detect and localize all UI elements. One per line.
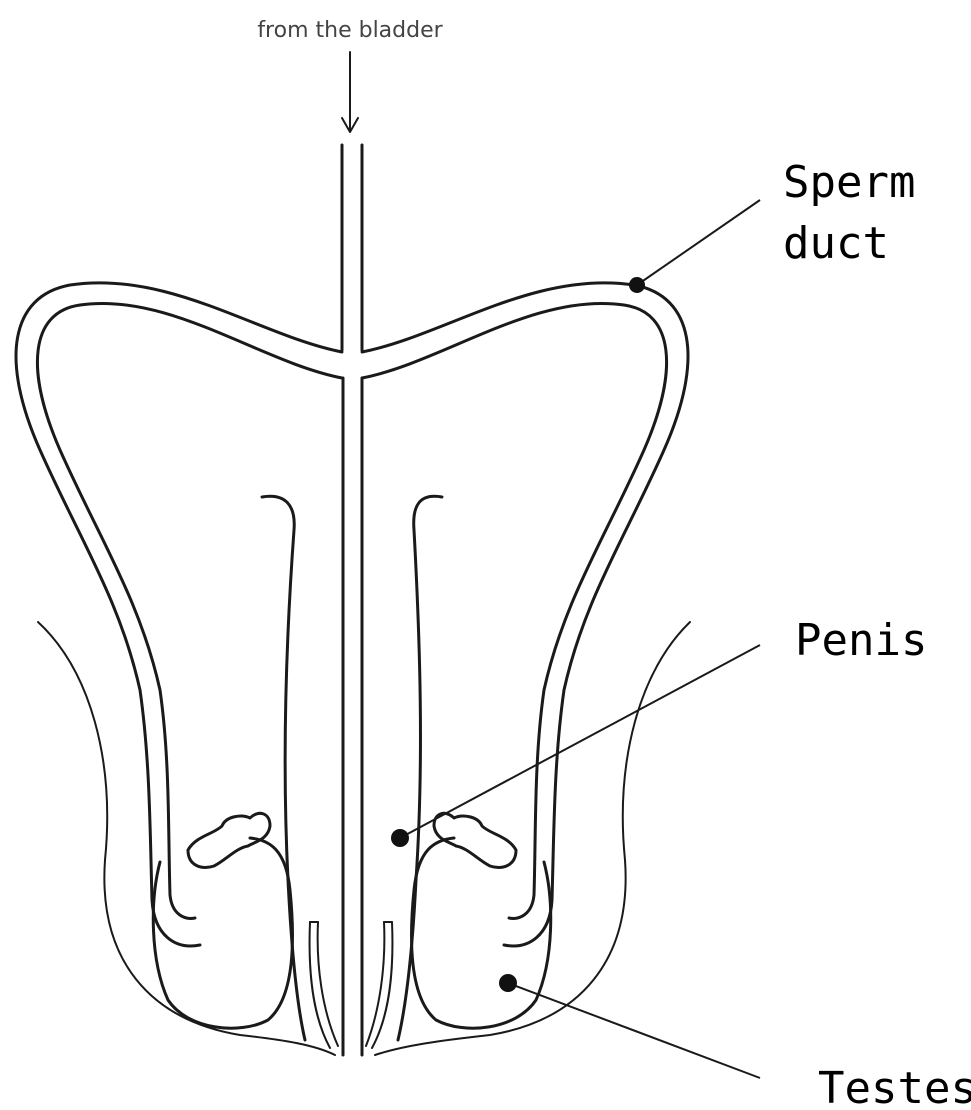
from-bladder-label: from the bladder	[257, 18, 443, 43]
penis-label: Penis	[795, 615, 927, 666]
testes-label: Testes	[818, 1063, 971, 1110]
down-arrow-icon	[342, 52, 358, 132]
testis-left	[153, 813, 292, 1028]
scrotum	[38, 622, 690, 1055]
sperm-duct	[16, 283, 688, 946]
testes-pointer	[499, 974, 760, 1078]
urethra	[342, 145, 362, 1055]
testis-right	[412, 813, 551, 1028]
penis-pointer	[391, 645, 760, 847]
sperm-duct-label-line2: duct	[783, 218, 889, 269]
sperm-duct-label-line1: Sperm	[783, 157, 915, 208]
penis-shaft	[262, 496, 442, 1048]
sperm-duct-pointer	[629, 200, 760, 293]
